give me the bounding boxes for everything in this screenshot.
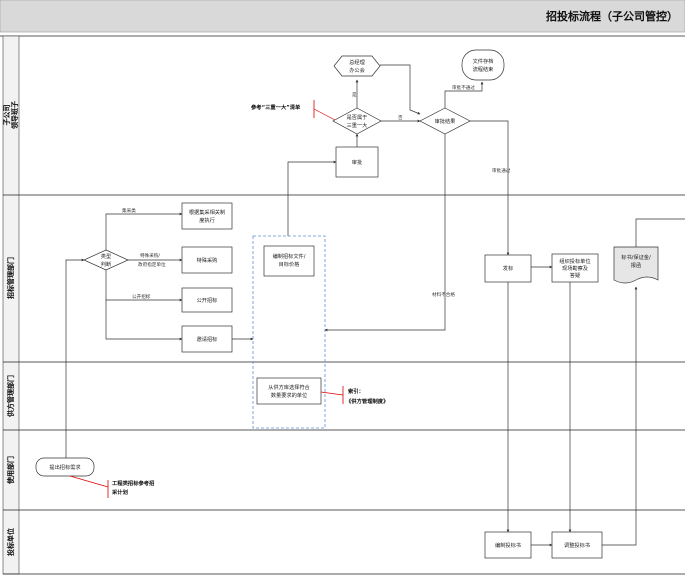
svg-text:参考“三重一大”清单: 参考“三重一大”清单 xyxy=(251,103,301,111)
edge-label-not-passed: 审批不通过 xyxy=(452,84,475,91)
annotation-engineering: 工程类招标参考招 采计划 xyxy=(69,475,154,498)
edge-docs-to-approve xyxy=(287,160,337,236)
svg-text:调整投标书: 调整投标书 xyxy=(564,541,590,549)
node-adjust-bid: 调整投标书 xyxy=(551,531,603,559)
lane-label-bidder: 投标单位 xyxy=(6,528,15,556)
svg-text:度执行: 度执行 xyxy=(199,216,215,224)
lane-label-user-dept: 使用部门 xyxy=(6,456,15,485)
svg-text:编制招标文件/: 编制招标文件/ xyxy=(273,252,306,260)
node-raise-demand: 提出招标需求 xyxy=(35,457,95,477)
node-review-result: 审批结果 xyxy=(419,107,471,135)
lane-label-tender-mgmt: 招标管理部门 xyxy=(6,257,15,299)
lane-label-leader-2: 领导班子 xyxy=(10,101,19,129)
svg-text:总经理: 总经理 xyxy=(349,58,365,66)
svg-text:审批结果: 审批结果 xyxy=(435,117,456,125)
edge-review-to-issue xyxy=(470,120,510,256)
svg-text:办公会: 办公会 xyxy=(349,66,365,74)
edge-demand-to-judge xyxy=(65,258,85,462)
node-select-supplier: 从供方库选择符合 数量要求的单位 xyxy=(256,377,322,405)
svg-text:特殊采购: 特殊采购 xyxy=(197,256,218,264)
edge-gm-to-review xyxy=(380,64,421,115)
node-gm-office: 总经理 办公会 xyxy=(333,55,381,77)
edge-label-public: 公开招标 xyxy=(132,293,151,300)
edge-label-special: 特殊采购/ xyxy=(140,252,160,259)
header-bar xyxy=(0,0,685,33)
svg-text:判断: 判断 xyxy=(101,260,111,268)
lane-label-supplier-mgmt: 供方管理部门 xyxy=(6,375,15,418)
node-prepare-docs: 编制招标文件/ 目标价格 xyxy=(263,245,315,277)
node-bid-doc: 标书/保证金/ 报函 xyxy=(613,246,659,284)
svg-text:目标价格: 目标价格 xyxy=(279,260,301,268)
node-public-bid: 公开招标 xyxy=(181,287,233,313)
node-three-major: 是否属于 三重一大 xyxy=(332,107,382,135)
edge-adjust-to-bid-doc xyxy=(602,286,638,546)
annotation-supplier-system: 索引： 《供方管理制度》 xyxy=(320,386,388,405)
dashed-group xyxy=(252,235,326,429)
edge-bid-doc-out xyxy=(635,218,685,247)
edge-label-special-2: 政府指定单位 xyxy=(138,261,166,268)
node-group-purchase: 根据集采相关制 度执行 xyxy=(181,202,233,230)
node-special-purchase: 特殊采购 xyxy=(181,246,233,274)
svg-text:文件存档: 文件存档 xyxy=(473,57,494,65)
svg-text:审批: 审批 xyxy=(352,158,362,166)
edge-judge-to-group xyxy=(105,212,183,250)
svg-text:报函: 报函 xyxy=(631,261,641,269)
svg-text:答疑: 答疑 xyxy=(570,271,580,279)
svg-text:标书/保证金/: 标书/保证金/ xyxy=(621,253,651,261)
svg-text:《供方管理制度》: 《供方管理制度》 xyxy=(346,397,388,405)
edge-label-yes: 是 xyxy=(352,92,357,98)
svg-text:邀请招标: 邀请招标 xyxy=(197,335,218,343)
svg-text:公开招标: 公开招标 xyxy=(197,296,218,304)
svg-text:索引：: 索引： xyxy=(348,387,364,395)
node-prepare-bid: 编制投标书 xyxy=(484,531,532,559)
svg-text:发标: 发标 xyxy=(503,264,513,272)
svg-text:现场勘察及: 现场勘察及 xyxy=(562,264,588,272)
edge-label-group: 集采类 xyxy=(122,207,136,214)
svg-text:根据集采相关制: 根据集采相关制 xyxy=(189,208,225,216)
svg-text:数量要求的单位: 数量要求的单位 xyxy=(271,391,307,399)
edge-label-passed: 审批通过 xyxy=(492,167,511,174)
edge-label-materials-failed: 材料不合格 xyxy=(432,291,455,298)
node-approve: 审批 xyxy=(335,146,379,178)
lane-label-leader: 子公司 xyxy=(3,105,11,126)
annotation-three-major: 参考“三重一大”清单 xyxy=(251,100,336,121)
svg-text:工程类招标参考招: 工程类招标参考招 xyxy=(112,479,154,487)
node-issue-bid: 发标 xyxy=(484,254,532,283)
svg-text:编制投标书: 编制投标书 xyxy=(495,541,521,549)
svg-text:是否属于: 是否属于 xyxy=(347,114,368,121)
svg-text:从供方库选择符合: 从供方库选择符合 xyxy=(268,383,310,391)
edge-review-to-archive xyxy=(444,81,484,108)
svg-text:采计划: 采计划 xyxy=(112,488,128,496)
svg-text:提出招标需求: 提出招标需求 xyxy=(49,463,81,471)
edge-judge-to-invite xyxy=(105,300,183,341)
svg-text:三重一大: 三重一大 xyxy=(347,121,368,129)
node-archive: 文件存档 流程结束 xyxy=(461,49,505,81)
edge-label-no: 否 xyxy=(398,115,403,121)
svg-text:组织投标单位: 组织投标单位 xyxy=(559,257,590,265)
page-title: 招投标流程（子公司管控） xyxy=(546,9,678,23)
node-invite-bid: 邀请招标 xyxy=(181,325,233,353)
node-org-opening: 组织投标单位 现场勘察及 答疑 xyxy=(551,253,599,283)
svg-text:类型: 类型 xyxy=(101,252,111,260)
node-type-judge: 类型 判断 xyxy=(83,249,129,271)
svg-text:流程结束: 流程结束 xyxy=(473,65,494,73)
edge-review-failed xyxy=(324,134,446,332)
